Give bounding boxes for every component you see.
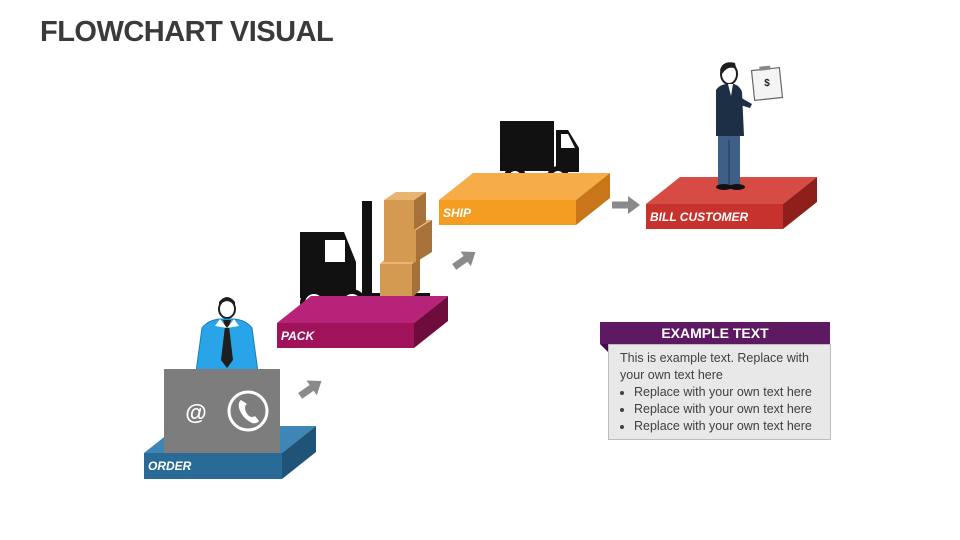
platform-pack: PACK xyxy=(277,296,448,348)
example-text-bullets: Replace with your own text here Replace … xyxy=(620,384,820,435)
example-text-header: EXAMPLE TEXT xyxy=(600,322,830,352)
step-label-order: ORDER xyxy=(148,459,192,473)
contact-panel: @ xyxy=(164,369,280,453)
step-ship: SHIP xyxy=(439,121,610,225)
businessman-icon xyxy=(716,62,752,190)
step-label-ship: SHIP xyxy=(443,206,472,220)
platform-bill-customer: BILL CUSTOMER xyxy=(646,177,817,229)
arrow-icon xyxy=(298,380,322,399)
example-bullet-2: Replace with your own text here xyxy=(634,401,820,418)
page-title: FLOWCHART VISUAL xyxy=(40,16,334,48)
phone-icon xyxy=(227,390,269,432)
invoice-symbol: $ xyxy=(764,78,770,89)
example-bullet-3: Replace with your own text here xyxy=(634,418,820,435)
example-bullet-1: Replace with your own text here xyxy=(634,384,820,401)
platform-order-front xyxy=(144,453,282,479)
arrow-icon xyxy=(612,196,640,214)
person-icon xyxy=(195,297,259,373)
platform-ship: SHIP xyxy=(439,173,610,225)
platform-bill-customer-front xyxy=(646,204,783,229)
step-label-pack: PACK xyxy=(281,329,315,343)
platform-pack-front xyxy=(277,323,414,348)
arrow-icon xyxy=(452,251,476,270)
step-pack: PACK xyxy=(277,192,448,348)
email-icon: @ xyxy=(185,400,206,425)
platform-ship-front xyxy=(439,200,576,225)
boxes-icon xyxy=(380,192,432,298)
invoice-icon: $ xyxy=(750,65,784,102)
example-text-body: This is example text. Replace with your … xyxy=(608,344,831,440)
step-bill-customer: BILL CUSTOMER $ xyxy=(646,62,817,229)
step-label-bill-customer: BILL CUSTOMER xyxy=(650,210,749,224)
step-order: ORDER @ xyxy=(144,297,316,479)
example-text-intro: This is example text. Replace with your … xyxy=(620,351,809,382)
